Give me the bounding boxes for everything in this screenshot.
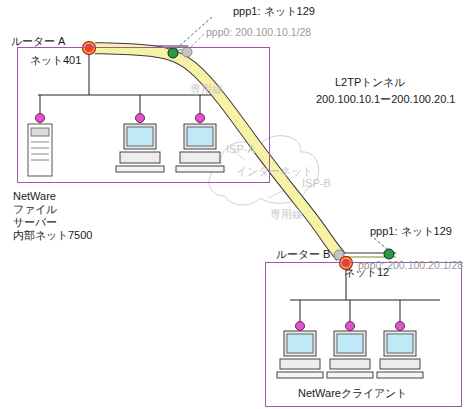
interface-label: ppp1: ネット129 xyxy=(370,225,452,238)
lan-bus xyxy=(38,95,212,96)
server-drive xyxy=(31,128,49,136)
tunnel-outline xyxy=(95,48,341,257)
cloud-label: インターネット xyxy=(236,165,313,178)
interface-label: ppp1: ネット129 xyxy=(233,5,315,18)
server-label: NetWare ファイル サーバー 内部ネット7500 xyxy=(13,190,75,242)
line-label: 専用線 xyxy=(270,208,303,221)
network-box: ネット12NetWareクライアント xyxy=(265,262,462,407)
pc-monitor xyxy=(124,124,156,149)
pc-keyboard xyxy=(327,372,373,378)
pc-body xyxy=(280,359,320,369)
router-label: ルーター B xyxy=(276,248,330,261)
leader-line xyxy=(374,238,388,250)
pc-monitor xyxy=(384,331,416,356)
pc-keyboard xyxy=(116,166,164,172)
ppp1-interface xyxy=(168,48,178,58)
pc-monitor xyxy=(334,331,366,356)
pc-screen xyxy=(337,334,363,353)
interface-address: ppp0: 200.100.20.1/28 xyxy=(358,259,463,272)
pc-monitor xyxy=(284,331,316,356)
tunnel-label: L2TPトンネル xyxy=(335,76,405,89)
device-label: NetWareクライアント xyxy=(298,387,407,400)
server-stripe xyxy=(31,160,49,161)
tunnel-body xyxy=(95,48,341,257)
pc-body xyxy=(120,152,160,163)
lan-port xyxy=(136,114,145,123)
server-stripe xyxy=(31,148,49,149)
lan-wire xyxy=(89,54,90,95)
line-label: 専用線 xyxy=(190,83,223,96)
pc-screen xyxy=(387,334,413,353)
ppp0-interface xyxy=(182,47,192,57)
lan-port xyxy=(296,322,305,331)
pc-keyboard xyxy=(176,166,224,172)
pc-body xyxy=(330,359,370,369)
pc-screen xyxy=(127,127,153,146)
isp-label: ISP-A xyxy=(226,143,255,156)
pc-keyboard xyxy=(377,372,423,378)
network-box: ネット401 xyxy=(17,47,270,183)
ppp1-interface xyxy=(384,249,394,259)
server-stripe xyxy=(31,142,49,143)
lan-port xyxy=(346,322,355,331)
pc-body xyxy=(180,152,220,163)
server-symbol xyxy=(28,124,52,176)
pc-screen xyxy=(187,127,213,146)
leader-line xyxy=(190,34,204,48)
tunnel-connector xyxy=(95,48,341,257)
edge-layer xyxy=(95,48,341,257)
pc-screen xyxy=(287,334,313,353)
lan-port xyxy=(196,114,205,123)
interface-address: ppp0: 200.100.10.1/28 xyxy=(206,26,311,39)
tunnel-address: 200.100.10.1ー200.100.20.1 xyxy=(316,93,455,106)
server-stripe xyxy=(31,154,49,155)
router-node: ルーター A xyxy=(83,42,95,54)
pc-body xyxy=(380,359,420,369)
lan-bus xyxy=(290,300,440,301)
overlay-layer xyxy=(168,17,394,260)
network-label: ネット401 xyxy=(30,54,81,67)
isp-label: ISP-B xyxy=(302,177,331,190)
pc-keyboard xyxy=(277,372,323,378)
lan-port xyxy=(36,114,45,123)
lan-port xyxy=(396,322,405,331)
pc-monitor xyxy=(184,124,216,149)
